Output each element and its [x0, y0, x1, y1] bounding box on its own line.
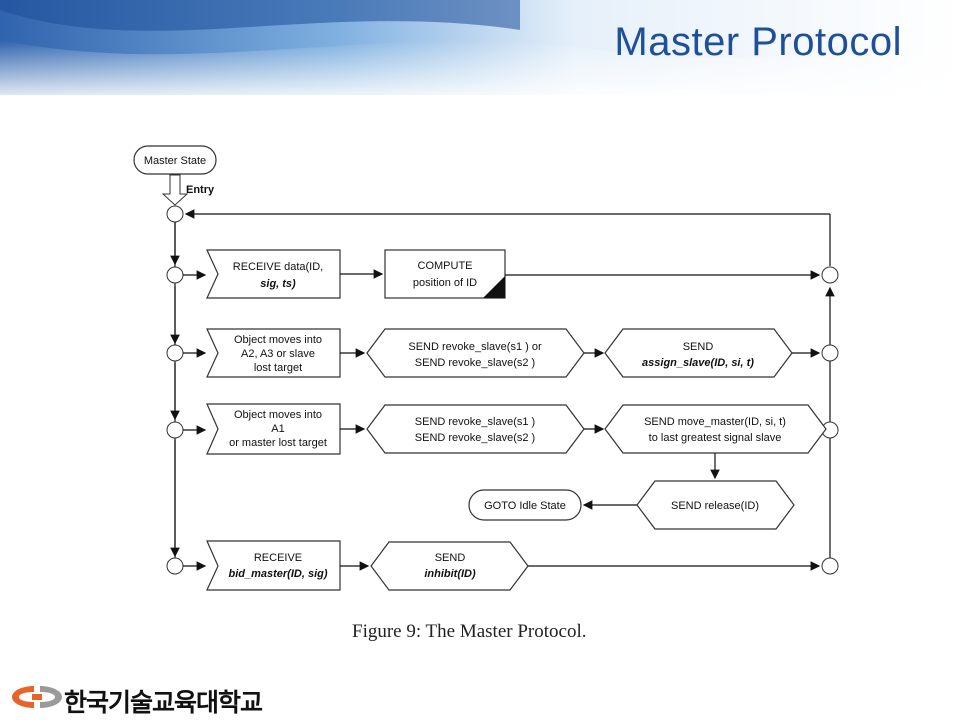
junction-circle-row2	[166, 344, 184, 362]
master-state-node: Master State	[133, 145, 217, 175]
svg-text:sig, ts): sig, ts)	[260, 278, 296, 290]
svg-text:SEND move_master(ID, si, t): SEND move_master(ID, si, t)	[644, 416, 786, 428]
header-background	[0, 0, 960, 95]
merge-circle-row1	[821, 266, 839, 284]
svg-text:SEND revoke_slave(s1 ): SEND revoke_slave(s1 )	[415, 416, 535, 428]
row2-send-revoke-slave: SEND revoke_slave(s1 ) or SEND revoke_sl…	[366, 328, 585, 378]
row4-receive-bid-master: RECEIVE bid_master(ID, sig)	[206, 540, 341, 591]
junction-circle-row4	[166, 557, 184, 575]
header-band: Master Protocol	[0, 0, 960, 95]
university-logo-icon	[12, 686, 62, 708]
svg-text:Object moves into: Object moves into	[234, 334, 322, 346]
row2-condition-moves-a2-a3: Object moves into A2, A3 or slave lost t…	[206, 328, 341, 378]
svg-text:position of ID: position of ID	[413, 277, 477, 289]
junction-circle-top	[166, 205, 184, 223]
svg-text:to last greatest signal slave: to last greatest signal slave	[649, 432, 782, 444]
slide-title: Master Protocol	[614, 20, 902, 64]
svg-text:inhibit(ID): inhibit(ID)	[424, 568, 476, 580]
row3-condition-moves-a1: Object moves into A1 or master lost targ…	[206, 403, 341, 455]
junction-circle-row3	[166, 421, 184, 439]
svg-text:SEND: SEND	[435, 552, 466, 564]
svg-text:assign_slave(ID, si, t): assign_slave(ID, si, t)	[642, 357, 754, 369]
row4-send-inhibit: SEND inhibit(ID)	[370, 541, 529, 591]
svg-text:SEND: SEND	[683, 341, 714, 353]
entry-arrow: Entry	[161, 174, 215, 206]
svg-text:A1: A1	[271, 423, 284, 435]
svg-text:Object moves into: Object moves into	[234, 409, 322, 421]
university-name: 한국기술교육대학교	[64, 688, 263, 717]
merge-circle-row4	[821, 557, 839, 575]
svg-text:lost target: lost target	[254, 362, 302, 374]
row3-send-release: SEND release(ID)	[636, 480, 795, 530]
junction-circle-row1	[166, 266, 184, 284]
svg-text:RECEIVE data(ID,: RECEIVE data(ID,	[233, 261, 323, 273]
row1-compute-position: COMPUTE position of ID	[384, 249, 506, 299]
row1-receive-data: RECEIVE data(ID, sig, ts)	[206, 249, 341, 299]
svg-text:SEND revoke_slave(s1 ) or: SEND revoke_slave(s1 ) or	[408, 341, 542, 353]
goto-idle-state: GOTO Idle State	[468, 489, 582, 521]
svg-text:A2, A3 or slave: A2, A3 or slave	[241, 348, 315, 360]
svg-text:RECEIVE: RECEIVE	[254, 552, 302, 564]
entry-label: Entry	[186, 184, 215, 196]
row3-send-move-master: SEND move_master(ID, si, t) to last grea…	[604, 404, 827, 454]
row2-send-assign-slave: SEND assign_slave(ID, si, t)	[604, 328, 793, 378]
merge-circle-row2	[821, 344, 839, 362]
svg-text:or master lost target: or master lost target	[229, 437, 327, 449]
svg-text:SEND release(ID): SEND release(ID)	[671, 500, 759, 512]
svg-text:bid_master(ID, sig): bid_master(ID, sig)	[228, 568, 327, 580]
svg-text:SEND revoke_slave(s2 ): SEND revoke_slave(s2 )	[415, 432, 535, 444]
row3-send-revoke-slaves: SEND revoke_slave(s1 ) SEND revoke_slave…	[366, 404, 585, 454]
master-state-label: Master State	[144, 155, 206, 167]
svg-text:GOTO Idle State: GOTO Idle State	[484, 500, 566, 512]
svg-text:SEND revoke_slave(s2 ): SEND revoke_slave(s2 )	[415, 357, 535, 369]
figure-caption: Figure 9: The Master Protocol.	[352, 621, 587, 642]
master-protocol-diagram: Master State Entry RECEIVE data(ID, sig,…	[133, 145, 839, 591]
svg-text:COMPUTE: COMPUTE	[418, 260, 473, 272]
